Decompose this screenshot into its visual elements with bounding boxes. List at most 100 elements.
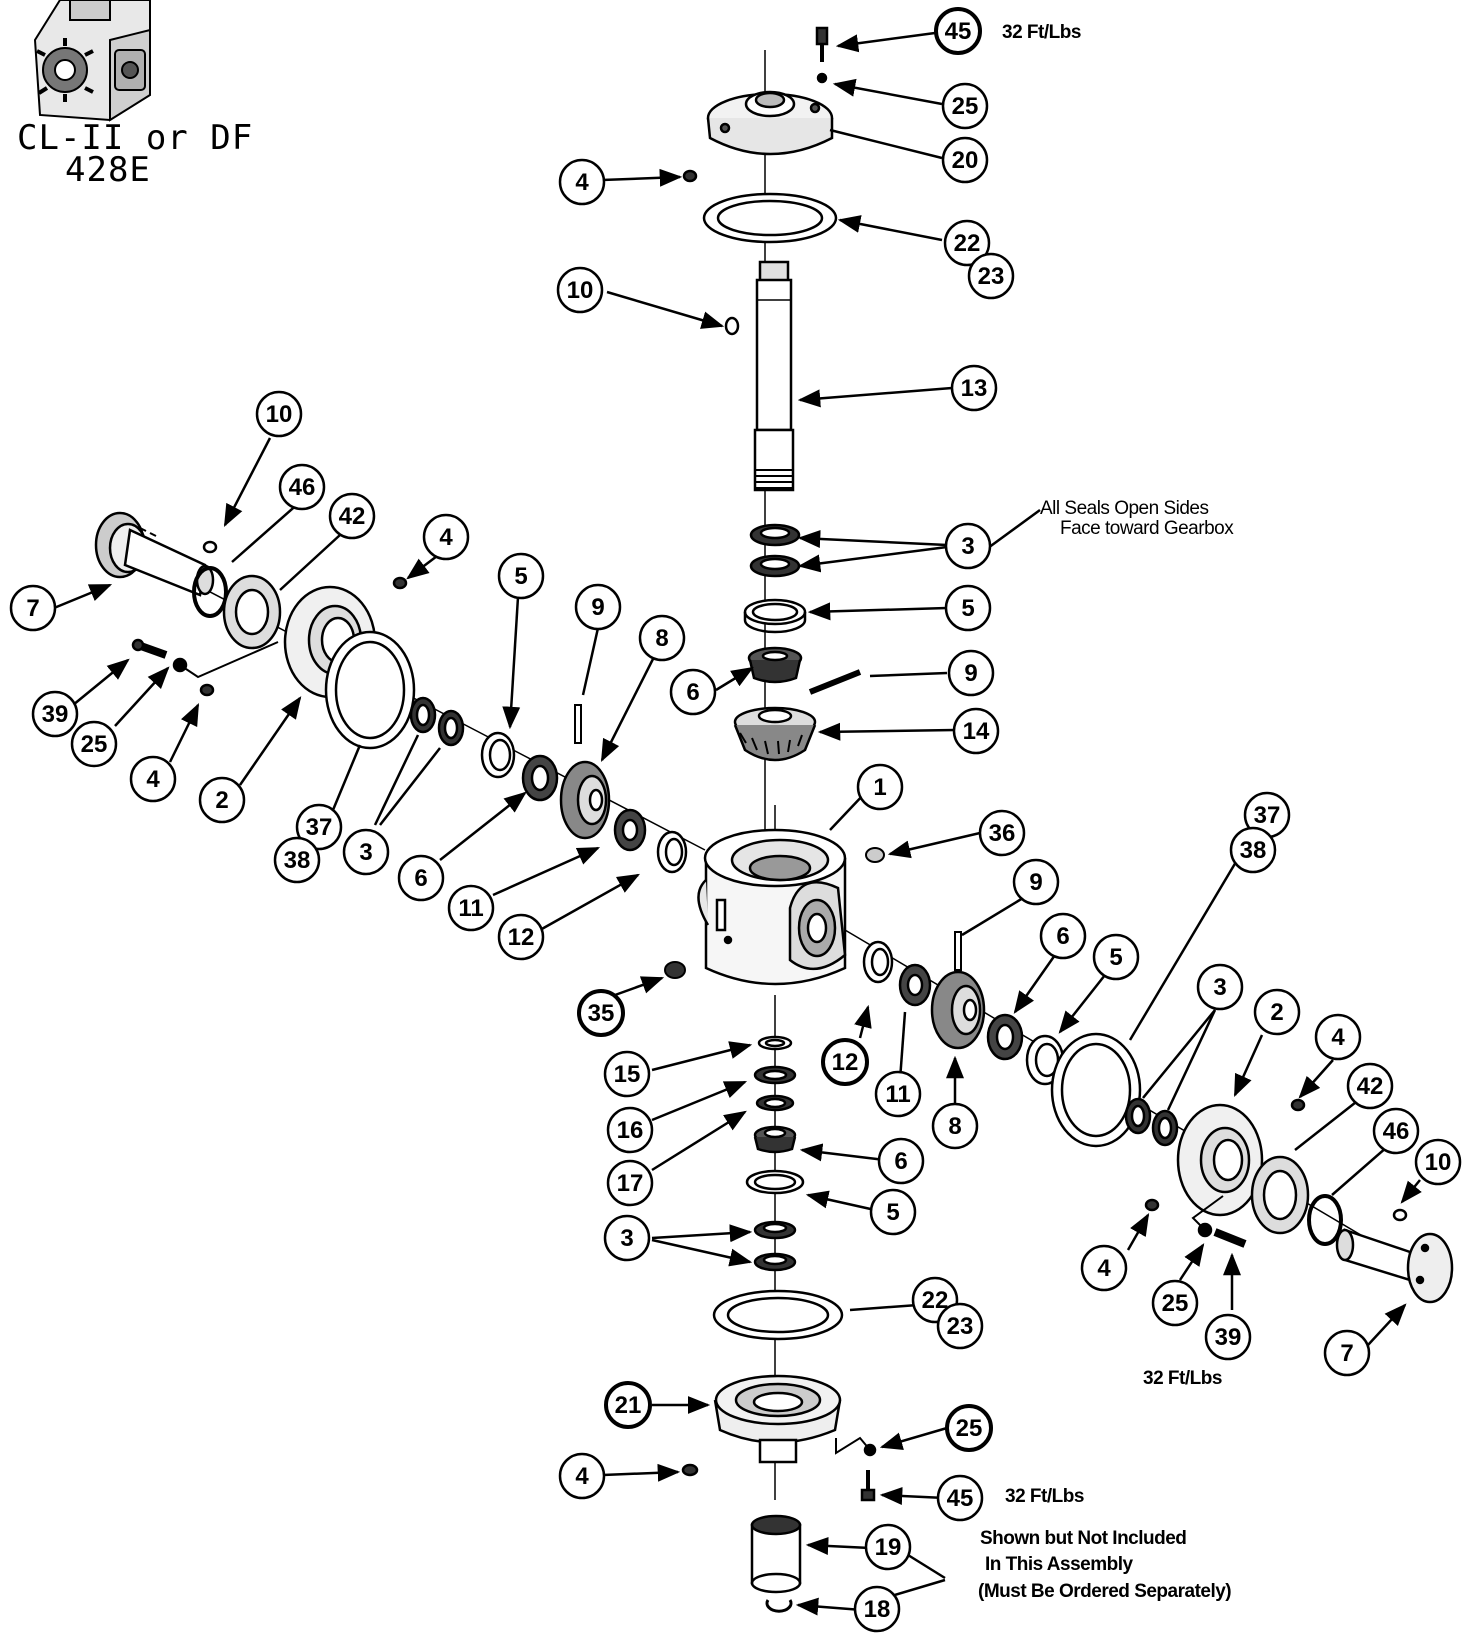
- callout-45-top: 45: [934, 7, 982, 55]
- callout-label: 7: [26, 595, 39, 622]
- callout-4-right-top: 4: [1314, 1013, 1362, 1061]
- callout-label: 38: [1240, 837, 1267, 864]
- top-assembly: [682, 26, 862, 920]
- shaft-13: [753, 260, 795, 492]
- callout-8-left: 8: [638, 614, 686, 662]
- callout-label: 1: [873, 774, 886, 801]
- callout-label: 12: [832, 1049, 859, 1076]
- cup-5-left: [480, 731, 516, 779]
- callout-label: 9: [591, 594, 604, 621]
- callout-label: 13: [961, 375, 988, 402]
- callout-4-top: 4: [558, 158, 606, 206]
- callout-46-left: 46: [278, 463, 326, 511]
- callout-label: 39: [42, 701, 69, 728]
- callout-label: 46: [1383, 1118, 1410, 1145]
- callout-label: 9: [964, 660, 977, 687]
- callout-7-left: 7: [9, 584, 57, 632]
- callout-5-right: 5: [1092, 933, 1140, 981]
- callout-label: 5: [514, 563, 527, 590]
- callout-label: 4: [439, 524, 453, 551]
- callout-label: 2: [215, 787, 228, 814]
- callout-label: 25: [956, 1415, 983, 1442]
- callout-25-bottom: 25: [945, 1404, 993, 1452]
- callout-25-right: 25: [1151, 1279, 1199, 1327]
- bottom-assembly: [681, 995, 877, 1613]
- seals-note-line1: All Seals Open Sides: [1040, 498, 1209, 519]
- leader-lines: [53, 31, 1422, 1616]
- callout-7-right: 7: [1323, 1329, 1371, 1377]
- cone-6-left: [521, 754, 559, 802]
- vent-plug-36: [865, 847, 885, 863]
- callout-4-bottom: 4: [558, 1452, 606, 1500]
- pin-9-vert: [808, 669, 862, 695]
- cup-5-vert-top: [743, 598, 807, 634]
- callout-label: 3: [1213, 974, 1226, 1001]
- callout-label: 6: [894, 1148, 907, 1175]
- cap-2-right: [1176, 1103, 1264, 1217]
- callout-label: 5: [1109, 944, 1122, 971]
- callout-6-vert-top: 6: [669, 668, 717, 716]
- seals-3-vert-top: [749, 523, 801, 578]
- callout-6-vert-bottom: 6: [877, 1137, 925, 1185]
- callout-3-vert-bottom: 3: [603, 1214, 651, 1262]
- cone-11-left: [613, 808, 647, 852]
- callout-37-left: 37: [295, 803, 343, 851]
- callout-3-vert-top: 3: [944, 522, 992, 570]
- callout-label: 10: [567, 277, 594, 304]
- callout-5-left: 5: [497, 552, 545, 600]
- drain-plug-35: [664, 961, 686, 979]
- callout-label: 3: [359, 839, 372, 866]
- callout-18: 18: [853, 1585, 901, 1633]
- callout-21: 21: [604, 1381, 652, 1429]
- callout-label: 10: [266, 401, 293, 428]
- callout-label: 4: [1097, 1255, 1111, 1282]
- callout-3-right: 3: [1196, 963, 1244, 1011]
- callout-label: 42: [1357, 1073, 1384, 1100]
- callout-label: 6: [686, 679, 699, 706]
- callout-10-left: 10: [255, 390, 303, 438]
- gasket-37-left: [324, 630, 416, 750]
- callout-42-right: 42: [1346, 1062, 1394, 1110]
- callout-4-right-bottom: 4: [1080, 1244, 1128, 1292]
- callout-label: 4: [575, 1463, 589, 1490]
- callout-12-left: 12: [497, 913, 545, 961]
- callout-label: 25: [952, 93, 979, 120]
- model-title-line2: 428E: [65, 150, 151, 190]
- torque-note-top: 32 Ft/Lbs: [1002, 22, 1081, 43]
- callout-9-vert-top: 9: [947, 649, 995, 697]
- callout-35: 35: [577, 989, 625, 1037]
- callout-19: 19: [864, 1523, 912, 1571]
- callout-37-right: 37: [1243, 791, 1291, 839]
- callout-label: 18: [864, 1596, 891, 1623]
- callout-2-right: 2: [1253, 988, 1301, 1036]
- callout-5-vert-top: 5: [944, 584, 992, 632]
- callout-label: 36: [989, 820, 1016, 847]
- callout-label: 8: [655, 625, 668, 652]
- callout-38-right: 38: [1229, 826, 1277, 874]
- callout-36: 36: [978, 809, 1026, 857]
- callout-label: 6: [1056, 923, 1069, 950]
- not-included-line1: Shown but Not Included: [980, 1528, 1187, 1549]
- callout-label: 11: [458, 895, 483, 922]
- callout-label: 22: [954, 230, 981, 257]
- callout-label: 17: [617, 1170, 644, 1197]
- right-assembly: [844, 929, 1454, 1304]
- callout-label: 25: [1162, 1290, 1189, 1317]
- callout-17: 17: [606, 1159, 654, 1207]
- callout-label: 16: [617, 1117, 644, 1144]
- callout-label: 46: [289, 474, 316, 501]
- not-included-line3: (Must Be Ordered Separately): [978, 1581, 1232, 1602]
- callout-12-right: 12: [821, 1038, 869, 1086]
- callout-label: 42: [339, 503, 366, 530]
- callout-label: 23: [947, 1313, 974, 1340]
- callout-label: 3: [961, 533, 974, 560]
- callout-label: 11: [885, 1081, 910, 1108]
- callout-label: 19: [875, 1534, 902, 1561]
- callout-label: 5: [886, 1199, 899, 1226]
- callout-9-right: 9: [1012, 858, 1060, 906]
- callout-label: 7: [1340, 1340, 1353, 1367]
- callout-23-top: 23: [967, 252, 1015, 300]
- callout-label: 3: [620, 1225, 633, 1252]
- cone-6-vert-top: [747, 646, 803, 684]
